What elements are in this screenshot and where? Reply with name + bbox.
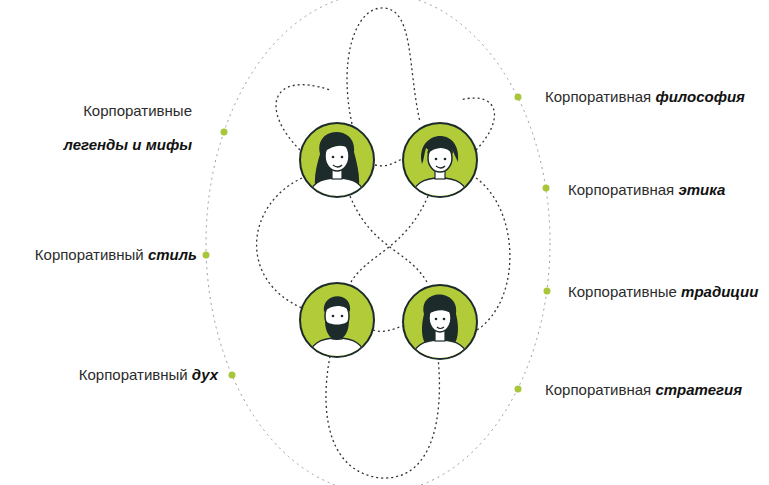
marker-dot [515, 386, 522, 393]
label-keyword: этика [678, 181, 725, 198]
marker-dot [203, 252, 210, 259]
label-keyword: традиции [681, 283, 758, 300]
dotted-links [257, 8, 510, 478]
marker-dots [203, 94, 551, 393]
label-group: Корпоративные легенды и мифы [64, 101, 192, 155]
label-keyword: стиль [148, 246, 197, 263]
marker-dot [544, 288, 551, 295]
marker-dot [515, 94, 522, 101]
dashed-circle [206, 0, 550, 485]
marker-dot [229, 372, 236, 379]
label-group: Корпоративнаяэтика [568, 180, 725, 200]
label-text: Корпоративный [35, 246, 144, 263]
label-text: Корпоративная [545, 381, 651, 398]
label-group: Корпоративнаяфилософия [545, 87, 745, 107]
marker-dot [543, 185, 550, 192]
label-group: Корпоративныйстиль [35, 245, 197, 265]
label-keyword: дух [192, 366, 218, 383]
label-text: Корпоративный [79, 366, 188, 383]
marker-dot [221, 129, 228, 136]
label-text: Корпоративные [64, 101, 192, 121]
person-avatar [300, 123, 374, 204]
label-group: Корпоративныетрадиции [568, 282, 758, 302]
person-avatar [403, 123, 477, 204]
person-avatar [403, 285, 477, 366]
label-keyword: легенды и мифы [64, 135, 192, 155]
person-avatar [300, 283, 374, 364]
label-text: Корпоративные [568, 283, 677, 300]
label-group: Корпоративнаястратегия [545, 380, 742, 400]
label-text: Корпоративная [568, 181, 674, 198]
label-keyword: стратегия [655, 381, 742, 398]
label-keyword: философия [655, 88, 745, 105]
label-text: Корпоративная [545, 88, 651, 105]
label-group: Корпоративныйдух [79, 365, 218, 385]
